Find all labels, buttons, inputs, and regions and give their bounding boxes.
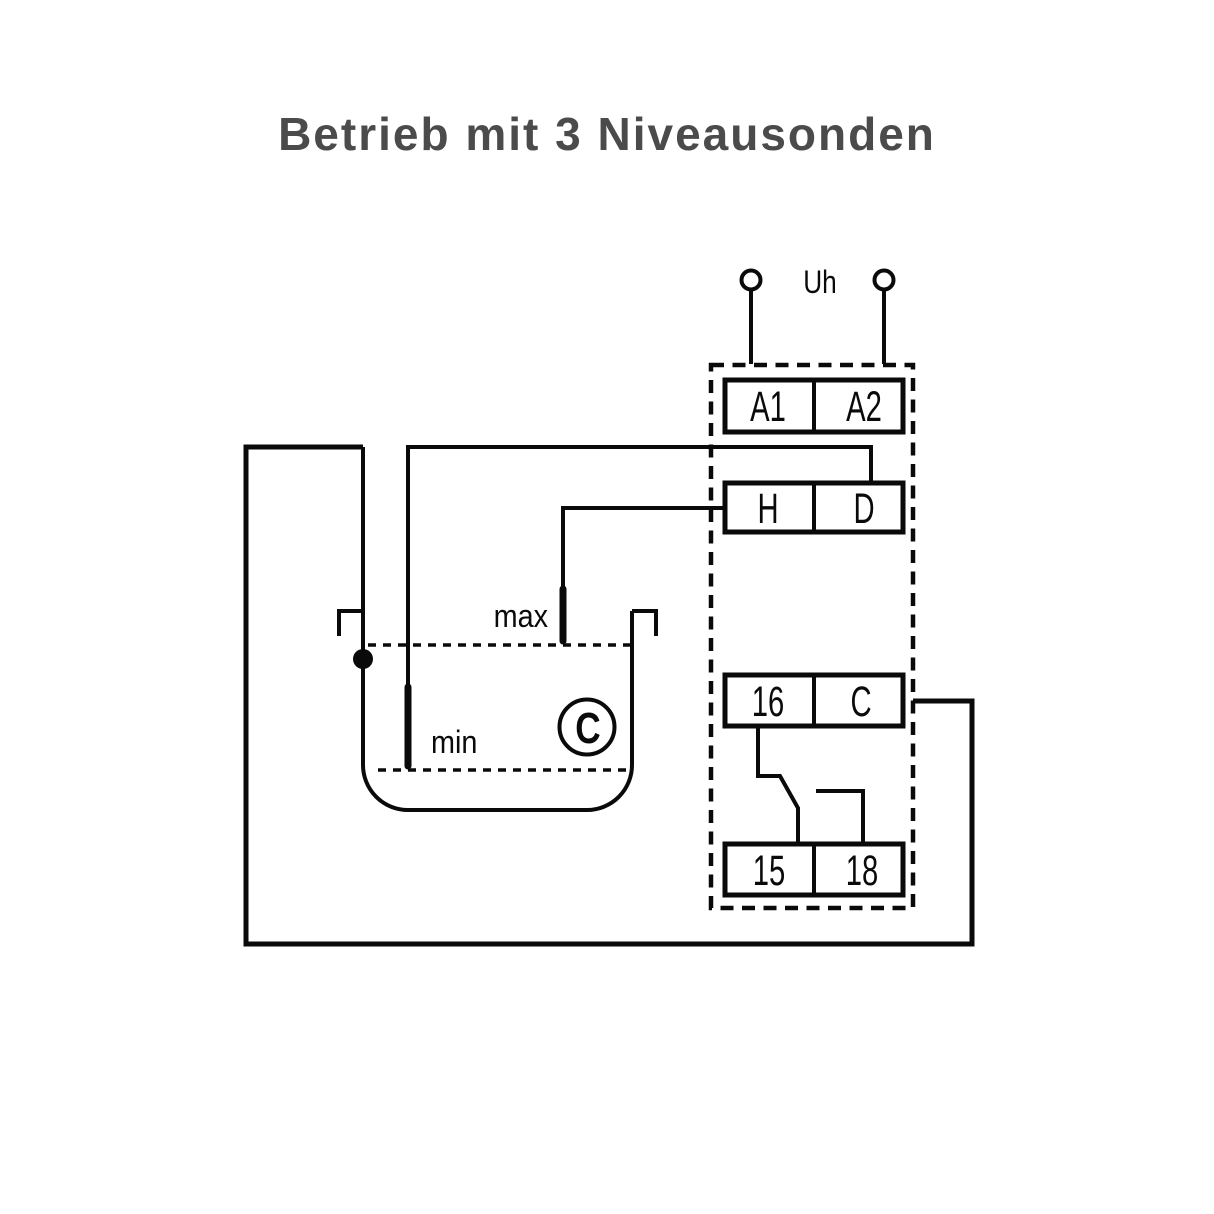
terminal-label-15: 15: [753, 846, 786, 894]
terminal-label-18: 18: [846, 846, 879, 894]
min-probe-wire: [406, 445, 873, 687]
terminal-row-16-c: 16 C: [722, 672, 906, 729]
tank-rim-hook-right: [632, 609, 658, 636]
supply-terminal-right-icon: [872, 268, 896, 292]
terminal-row-h-d: H D: [722, 480, 906, 535]
terminal-label-c: C: [850, 677, 871, 725]
max-probe-wire: [561, 506, 725, 589]
terminal-label-d: D: [853, 484, 874, 532]
common-electrode-circle-icon: [557, 697, 617, 757]
relay-dashed-outline: [708, 362, 916, 911]
terminal-label-a1: A1: [750, 382, 786, 430]
tank-rim-hook-left: [337, 609, 363, 636]
tank-body: [361, 611, 634, 812]
terminal-row-a1-a2: A1 A2: [722, 377, 906, 435]
supply-voltage-label: Uh: [803, 266, 837, 301]
terminal-row-15-18: 15 18: [722, 841, 906, 898]
supply-terminal-left-icon: [739, 268, 763, 292]
terminal-label-a2: A2: [846, 382, 882, 430]
max-level-label: max: [494, 599, 548, 635]
common-electrode-label: C: [575, 704, 600, 753]
relay-contact-18-branch: [816, 789, 865, 845]
terminal-label-16: 16: [752, 677, 785, 725]
relay-contact-blade: [756, 726, 800, 845]
power-supply: Uh: [739, 266, 896, 364]
terminal-label-h: H: [757, 484, 778, 532]
min-level-label: min: [431, 725, 477, 761]
common-loop-wire: [243, 444, 975, 947]
relay-module: [708, 362, 916, 911]
page-title: Betrieb mit 3 Niveausonden: [278, 108, 936, 160]
tank: max min C: [337, 585, 658, 812]
